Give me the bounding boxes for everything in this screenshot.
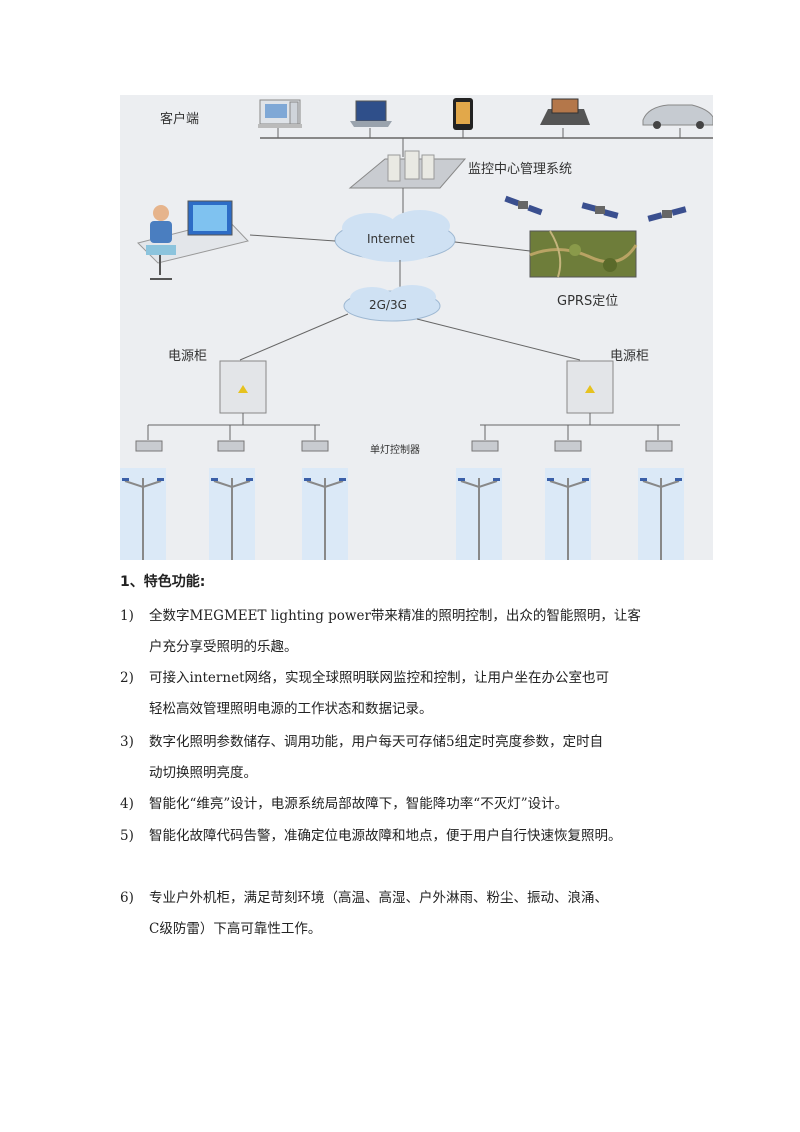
satellite-icon: [647, 206, 687, 222]
item-text: 数字化照明参数储存、调用功能，用户每天可存储5组定时亮度参数，定时自: [149, 734, 604, 750]
car-icon: [642, 104, 713, 129]
power-cabinet-icon: [219, 360, 267, 414]
cabinet-right-label: 电源柜: [610, 349, 650, 364]
item-text-continued: 动切换照明亮度。: [149, 765, 257, 781]
item-text-continued: 户充分享受照明的乐趣。: [149, 639, 298, 655]
item-number: 1): [120, 608, 134, 624]
cabinet-left-label: 电源柜: [168, 349, 208, 364]
item-text-continued: 轻松高效管理照明电源的工作状态和数据记录。: [149, 701, 433, 717]
system-diagram: 客户端 监控中心管理系统 Internet 2G/3G GPRS定位 电源柜 电…: [120, 95, 713, 560]
controller-label: 单灯控制器: [370, 445, 420, 456]
network-cloud: [343, 285, 441, 322]
item-number: 5): [120, 828, 134, 844]
feature-item: 4) 智能化“维亮”设计，电源系统局部故障下，智能降功率“不灭灯”设计。: [120, 789, 720, 820]
feature-item: 3) 数字化照明参数储存、调用功能，用户每天可存储5组定时亮度参数，定时自 动切…: [120, 727, 720, 789]
gprs-label: GPRS定位: [557, 294, 619, 309]
desk-phone-icon: [540, 98, 590, 125]
power-cabinet-icon: [566, 360, 614, 414]
item-text-continued: C级防雷）下高可靠性工作。: [149, 921, 322, 937]
item-number: 4): [120, 796, 134, 812]
client-label: 客户端: [160, 112, 200, 127]
laptop-icon: [350, 100, 392, 127]
gprs-map-image: [529, 230, 638, 278]
feature-item: 6) 专业户外机柜，满足苛刻环境（高温、高湿、户外淋雨、粉尘、振动、浪涌、 C级…: [120, 883, 720, 945]
internet-label: Internet: [367, 232, 415, 246]
desktop-icon: [258, 99, 302, 128]
satellite-icon: [581, 202, 619, 219]
satellite-icon: [504, 195, 543, 216]
phone-icon: [453, 98, 473, 130]
feature-item: 2) 可接入internet网络，实现全球照明联网监控和控制，让用户坐在办公室也…: [120, 663, 720, 725]
section-heading: 1、特色功能:: [120, 574, 206, 590]
item-text: 智能化“维亮”设计，电源系统局部故障下，智能降功率“不灭灯”设计。: [149, 796, 569, 812]
monitor-system-label: 监控中心管理系统: [468, 162, 573, 177]
server-icon: [348, 150, 467, 189]
item-text: 智能化故障代码告警，准确定位电源故障和地点，便于用户自行快速恢复照明。: [149, 828, 622, 844]
feature-item: 1) 全数字MEGMEET lighting power带来精准的照明控制，出众…: [120, 601, 720, 663]
operator-workstation-icon: [137, 200, 249, 280]
internet-cloud: [334, 210, 456, 262]
item-number: 2): [120, 670, 134, 686]
item-text: 全数字MEGMEET lighting power带来精准的照明控制，出众的智能…: [149, 608, 641, 624]
item-number: 6): [120, 890, 134, 906]
item-number: 3): [120, 734, 134, 750]
diagram-graphics: [120, 98, 713, 560]
feature-item: 5) 智能化故障代码告警，准确定位电源故障和地点，便于用户自行快速恢复照明。: [120, 821, 720, 852]
street-lamp-panels: [120, 468, 684, 560]
item-text: 专业户外机柜，满足苛刻环境（高温、高湿、户外淋雨、粉尘、振动、浪涌、: [149, 890, 608, 906]
item-text: 可接入internet网络，实现全球照明联网监控和控制，让用户坐在办公室也可: [149, 670, 609, 686]
network-label: 2G/3G: [369, 298, 407, 312]
